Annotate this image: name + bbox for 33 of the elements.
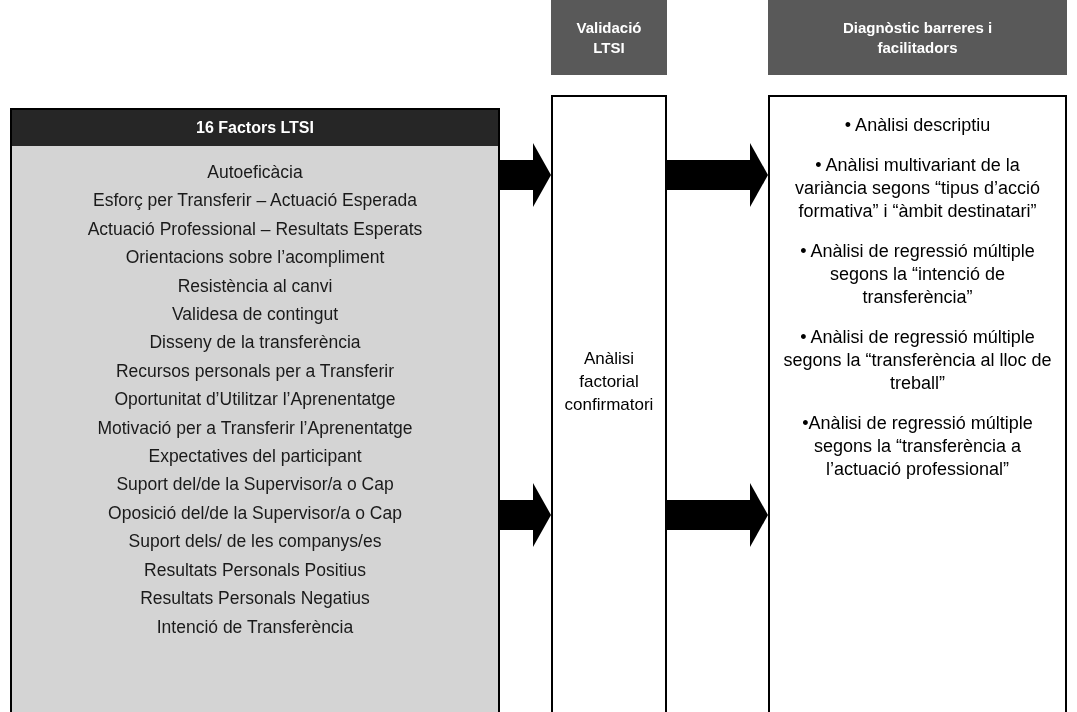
analysis-item: • Anàlisi multivariant de la variància segons “tipus d’acció formativa” i “àmbit destinatari”: [793, 154, 1042, 223]
factor-item: Validesa de contingut: [171, 303, 338, 327]
factor-item: Disseny de la transferència: [149, 331, 361, 355]
factor-item: Oposició del/de la Supervisor/a o Cap: [108, 501, 402, 525]
block-arrow: [667, 143, 768, 207]
factor-item: Autoeficàcia: [207, 161, 303, 184]
block-arrow: [500, 483, 551, 547]
process-box: [551, 95, 667, 712]
factor-item: Expectatives del participant: [148, 445, 362, 469]
process-text: Anàlisi factorial confirmatori: [563, 348, 655, 416]
factor-item: Intenció de Transferència: [156, 615, 354, 639]
block-arrow: [500, 143, 551, 207]
factor-item: Esforç per Transferir – Actuació Esperada: [93, 189, 417, 213]
factor-item: Oportunitat d’Utilitzar l’Aprenentatge: [114, 388, 396, 412]
analysis-item: • Anàlisi de regressió múltiple segons la “intenció de transferència”: [799, 240, 1036, 309]
header-box: Validació LTSI: [551, 0, 667, 75]
factor-item: Actuació Professional – Resultats Esperats: [87, 217, 423, 241]
analysis-box: [768, 95, 1067, 712]
factor-item: Orientacions sobre l’acompliment: [125, 246, 385, 270]
factor-item: Resistència al canvi: [177, 274, 333, 298]
factor-item: Recursos personals per a Transferir: [115, 359, 395, 383]
header-box: Diagnòstic barreres i facilitadors: [768, 0, 1067, 75]
analysis-item: • Anàlisi descriptiu: [844, 114, 991, 137]
list-heading: 16 Factors LTSI: [12, 110, 498, 146]
factor-item: Resultats Personals Negatius: [140, 587, 370, 611]
factor-item: Motivació per a Transferir l’Aprenentatge: [97, 416, 413, 440]
block-arrow: [667, 483, 768, 547]
factor-item: Suport dels/ de les companys/es: [128, 530, 382, 554]
factor-list-box: [10, 108, 500, 712]
factor-item: Resultats Personals Positius: [144, 558, 366, 582]
analysis-item: • Anàlisi de regressió múltiple segons la “transferència al lloc de treball”: [782, 326, 1053, 395]
factor-item: Suport del/de la Supervisor/a o Cap: [116, 473, 394, 497]
analysis-item: •Anàlisi de regressió múltiple segons la “transferència a l’actuació professional”: [801, 412, 1034, 481]
